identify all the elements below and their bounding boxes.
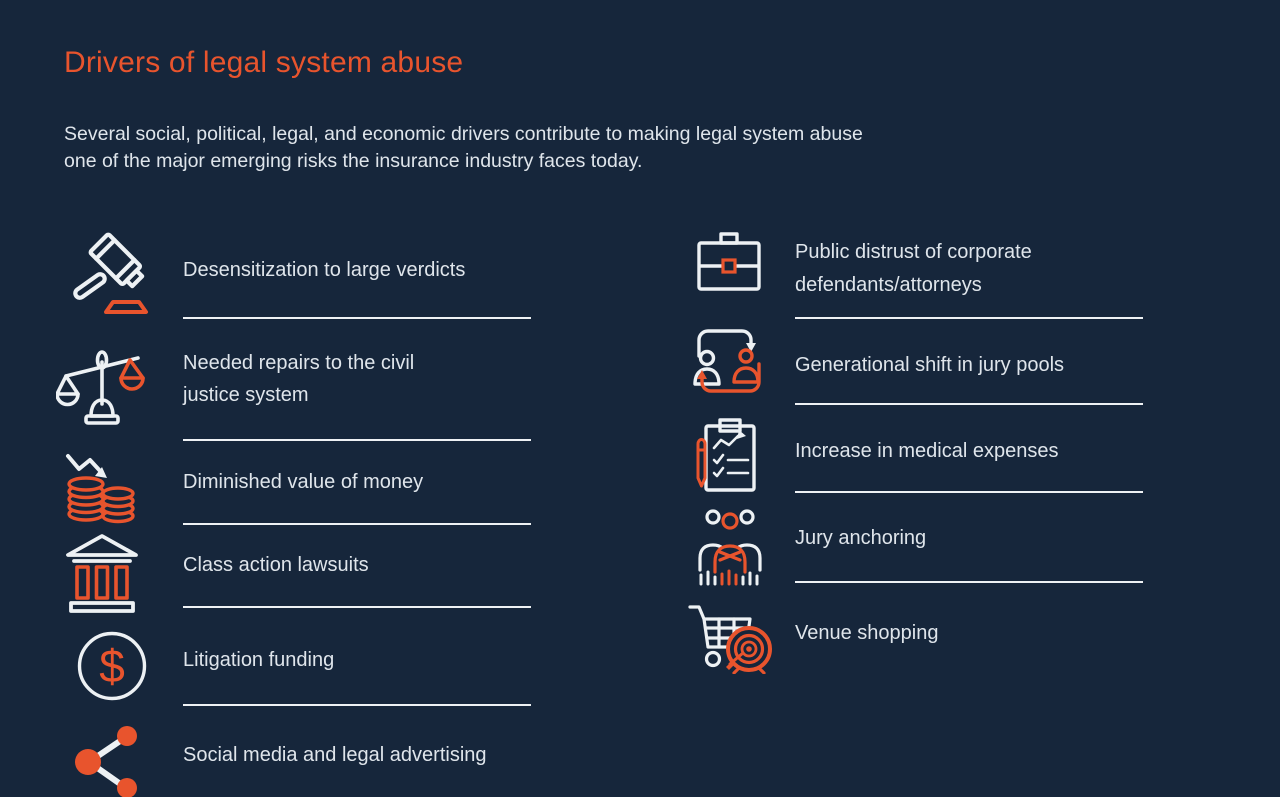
driver-label: Public distrust of corporate defendants/… <box>795 241 1032 296</box>
svg-text:$: $ <box>99 640 125 692</box>
dollar-circle-icon: $ <box>76 630 148 702</box>
driver-label: Needed repairs to the civil justice syst… <box>183 352 415 406</box>
cart-target-icon <box>686 600 774 674</box>
divider <box>795 581 1143 583</box>
generation-cycle-icon <box>686 318 772 404</box>
driver-label: Increase in medical expenses <box>795 440 1059 462</box>
divider <box>795 317 1143 319</box>
jury-group-icon <box>692 504 768 586</box>
subtitle-line-1: Several social, political, legal, and ec… <box>64 123 863 145</box>
driver-label: Litigation funding <box>183 649 335 671</box>
driver-label: Jury anchoring <box>795 527 927 549</box>
briefcase-icon <box>692 230 766 298</box>
driver-label: Class action lawsuits <box>183 554 369 576</box>
divider <box>795 491 1143 493</box>
divider <box>183 523 531 525</box>
driver-label: Diminished value of money <box>183 471 424 493</box>
scales-icon <box>56 334 152 430</box>
divider <box>183 439 531 441</box>
page-title: Drivers of legal system abuse <box>64 46 464 79</box>
courthouse-icon <box>62 532 142 614</box>
driver-label: Venue shopping <box>795 622 939 644</box>
coins-decline-icon <box>62 442 146 526</box>
medical-checklist-icon <box>690 416 768 496</box>
driver-label: Generational shift in jury pools <box>795 354 1065 376</box>
divider <box>183 704 531 706</box>
divider <box>795 403 1143 405</box>
gavel-icon <box>66 226 154 320</box>
subtitle-line-2: one of the major emerging risks the insu… <box>64 150 643 172</box>
driver-label: Social media and legal advertising <box>183 744 487 766</box>
share-network-icon <box>72 724 148 797</box>
driver-label: Desensitization to large verdicts <box>183 259 466 281</box>
divider <box>183 606 531 608</box>
divider <box>183 317 531 319</box>
subtitle: Several social, political, legal, and ec… <box>64 121 863 175</box>
